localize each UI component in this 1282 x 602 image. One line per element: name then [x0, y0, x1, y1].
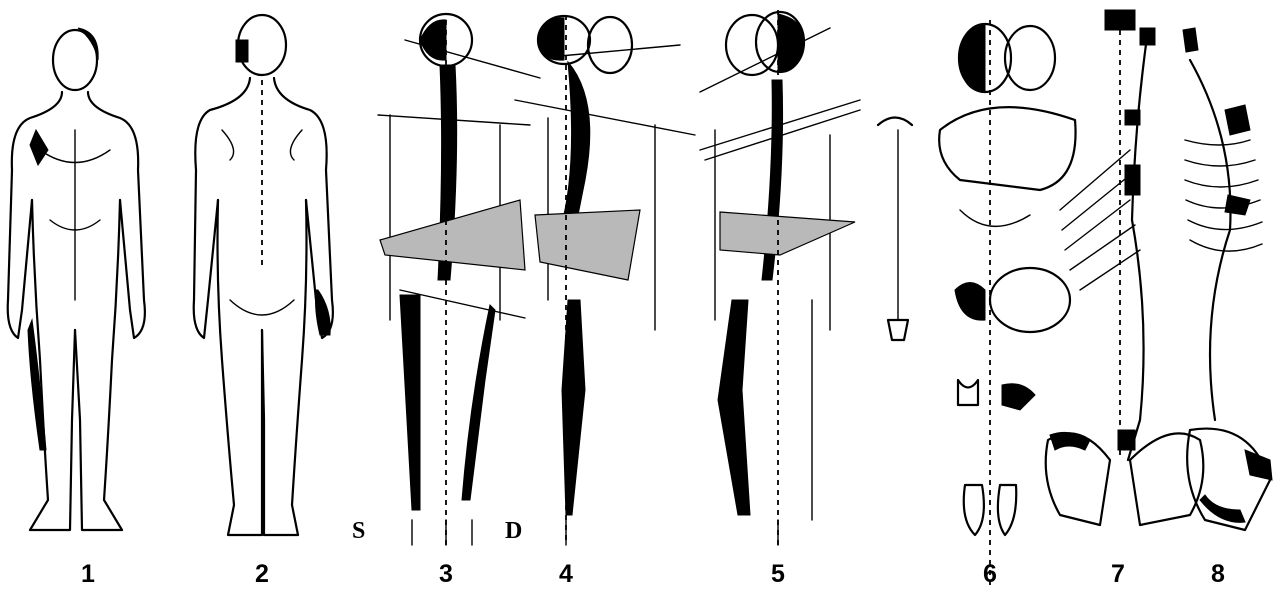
figure-6-sections	[938, 20, 1077, 585]
figure-1-front-view	[6, 27, 146, 532]
figure-label-7: 7	[1111, 560, 1125, 588]
figure-5-arm-detail	[876, 116, 914, 342]
figure-label-1: 1	[81, 560, 95, 588]
side-label-left: S	[352, 518, 366, 544]
figure-label-2: 2	[255, 560, 269, 588]
figure-3-schematic	[377, 12, 541, 546]
figure-8-spine-oblique	[1182, 27, 1273, 532]
figure-label-8: 8	[1211, 560, 1225, 588]
figure-label-5: 5	[771, 560, 785, 588]
figure-7-spine-front	[1044, 9, 1205, 527]
figure-4-schematic	[514, 14, 696, 546]
figure-label-3: 3	[439, 560, 453, 588]
side-label-right: D	[505, 518, 523, 544]
figure-label-4: 4	[559, 560, 573, 588]
figure-5-schematic	[699, 10, 861, 546]
figure-2-back-view	[192, 13, 334, 537]
figure-label-6: 6	[983, 560, 997, 588]
